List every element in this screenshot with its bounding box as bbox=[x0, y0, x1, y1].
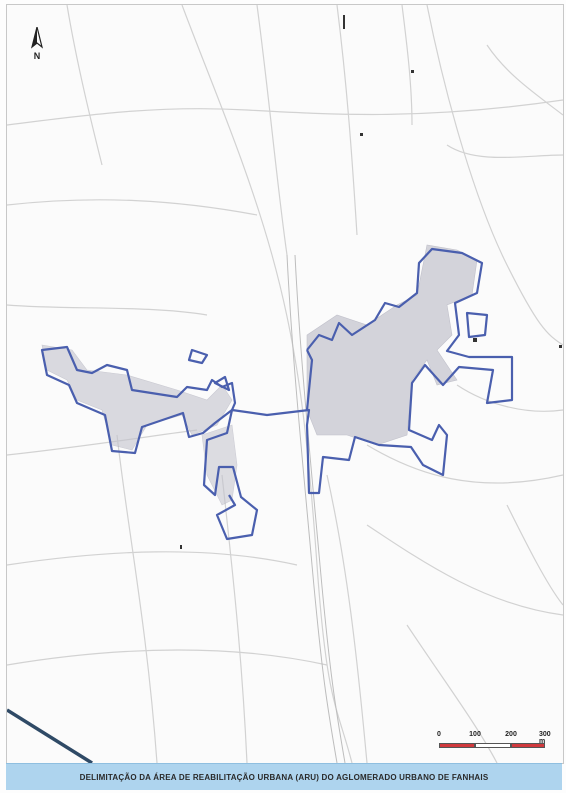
scale-bar: 0 100 200 300 m bbox=[427, 731, 557, 755]
administrative-limit-line bbox=[7, 708, 93, 763]
scale-tick-0: 0 bbox=[437, 731, 441, 738]
railway-line bbox=[286, 254, 346, 763]
map-drawing bbox=[7, 5, 563, 763]
scale-segment-2 bbox=[475, 743, 511, 748]
scale-segment-3 bbox=[511, 743, 545, 748]
scale-segment-1 bbox=[439, 743, 475, 748]
north-arrow-icon bbox=[30, 26, 44, 49]
map-caption-bar: DELIMITAÇÃO DA ÁREA DE REABILITAÇÃO URBA… bbox=[6, 763, 562, 790]
scale-tick-200: 200 bbox=[505, 731, 517, 738]
urban-fabric bbox=[41, 244, 478, 506]
road-network bbox=[7, 5, 563, 763]
aru-boundary bbox=[40, 247, 514, 541]
map-caption: DELIMITAÇÃO DA ÁREA DE REABILITAÇÃO URBA… bbox=[79, 772, 489, 782]
north-label: N bbox=[33, 51, 41, 61]
map-markers bbox=[180, 15, 562, 549]
map-canvas[interactable]: N 0 100 200 300 m bbox=[6, 4, 564, 764]
scale-tick-300: 300 m bbox=[539, 731, 551, 745]
north-arrow: N bbox=[29, 26, 45, 67]
scale-tick-100: 100 bbox=[469, 731, 481, 738]
